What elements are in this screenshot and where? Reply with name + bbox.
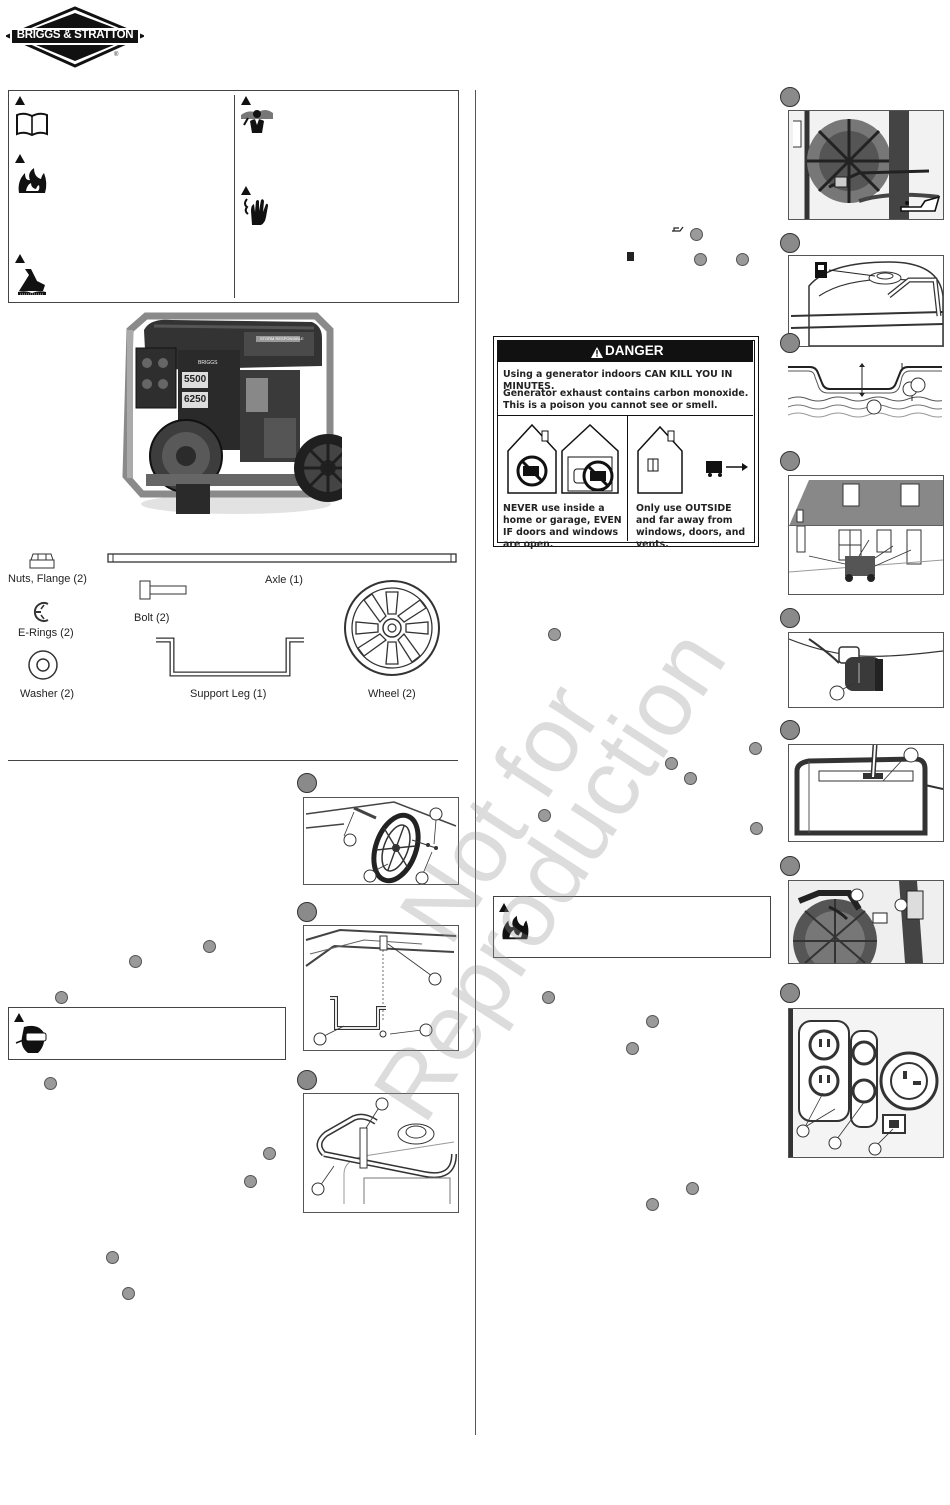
callout-dot [55, 991, 68, 1004]
burn-icon [15, 265, 49, 302]
registered-mark: ® [114, 52, 119, 58]
callout-dot [44, 1077, 57, 1090]
part-label-washer: Washer (2) [20, 688, 74, 700]
generator-starting-watts: 6250 [184, 394, 207, 405]
fuel-mini-icon [627, 252, 634, 261]
callout-dot [736, 253, 749, 266]
figure-number-badge [780, 451, 800, 471]
callout-dot [538, 809, 551, 822]
flange-nut-icon [28, 550, 56, 577]
eye-protection-warning-box [8, 1007, 286, 1060]
warning-triangle-icon [15, 154, 25, 163]
callout-dot [646, 1198, 659, 1211]
part-label-support-leg: Support Leg (1) [190, 688, 267, 700]
figure-number-badge [780, 333, 800, 353]
part-label-wheel: Wheel (2) [368, 688, 416, 700]
warning-triangle-icon [499, 903, 509, 912]
callout-dot [690, 228, 703, 241]
support-leg-figure [303, 925, 459, 1051]
bolt-icon [138, 578, 190, 607]
danger-line-1: Using a generator indoors CAN KILL YOU I… [503, 369, 733, 392]
callout-dot [750, 822, 763, 835]
callout-dot [686, 1182, 699, 1195]
callout-dot [542, 991, 555, 1004]
handle-figure [303, 1093, 459, 1213]
figure-number-badge [297, 902, 317, 922]
house-outside-icon [634, 421, 752, 506]
choke-lever-figure [788, 744, 944, 842]
warning-triangle-icon [14, 1013, 24, 1022]
outdoor-placement-figure [788, 475, 944, 595]
washer-icon [26, 648, 60, 687]
callout-dot [665, 757, 678, 770]
callout-dot [684, 772, 697, 785]
callout-dot [749, 742, 762, 755]
generator-panel-badge: BRIGGS [198, 360, 218, 366]
generator-running-watts: 5500 [184, 374, 207, 385]
callout-dot [626, 1042, 639, 1055]
fire-warning-box [493, 896, 771, 958]
oil-fill-figure [788, 110, 944, 220]
recoil-start-figure [788, 880, 944, 964]
callout-dot [106, 1251, 119, 1264]
callout-dot [646, 1015, 659, 1028]
book-icon [15, 111, 49, 142]
figure-number-badge [297, 773, 317, 793]
callout-dot [694, 253, 707, 266]
fire-icon [15, 167, 49, 200]
callout-dot [129, 955, 142, 968]
oil-can-mini-icon [671, 225, 685, 235]
generator-product-illustration: STORM RESPONSIBLE BRIGGS 5500 6250 [116, 308, 362, 518]
danger-label: DANGER Using a generator indoors CAN KIL… [493, 336, 759, 550]
figure-number-badge [780, 720, 800, 740]
callout-dot [263, 1147, 276, 1160]
danger-header: DANGER [497, 340, 753, 362]
danger-line-2: Generator exhaust contains carbon monoxi… [503, 388, 749, 411]
fuel-valve-figure [788, 632, 944, 708]
kickback-icon [241, 195, 273, 232]
part-label-bolt: Bolt (2) [134, 612, 170, 624]
brand-logo: BRIGGS & STRATTON ® [4, 6, 146, 70]
fuel-fill-figure [788, 255, 944, 347]
wheel-icon [342, 578, 442, 683]
wheel-assembly-figure [303, 797, 459, 885]
fire-icon [499, 914, 531, 947]
safety-symbols-box [8, 90, 459, 303]
figure-number-badge [780, 856, 800, 876]
garage-prohibited-icon [560, 421, 622, 506]
warning-triangle-icon [241, 96, 251, 105]
part-label-axle: Axle (1) [265, 574, 303, 586]
danger-only-text: Only use OUTSIDE and far away from windo… [636, 503, 746, 550]
house-prohibited-icon [504, 421, 560, 506]
column-divider [475, 90, 476, 1435]
outlets-figure [788, 1008, 944, 1158]
support-leg-icon [154, 636, 306, 687]
warning-triangle-icon [15, 96, 25, 105]
generator-panel-model: STORM RESPONSIBLE [260, 336, 304, 341]
callout-dot [548, 628, 561, 641]
danger-header-text: DANGER [605, 343, 664, 358]
callout-dot [122, 1287, 135, 1300]
oil-level-figure [787, 355, 949, 435]
axle-icon [106, 551, 458, 570]
danger-triangle-icon [591, 345, 603, 363]
figure-number-badge [780, 983, 800, 1003]
brand-name: BRIGGS & STRATTON [16, 29, 134, 41]
part-label-nuts: Nuts, Flange (2) [8, 573, 87, 585]
callout-dot [203, 940, 216, 953]
part-label-erings: E-Rings (2) [18, 627, 74, 639]
figure-number-badge [297, 1070, 317, 1090]
warning-triangle-icon [241, 186, 251, 195]
parts-list: Nuts, Flange (2) Axle (1) Bolt (2) E-Rin… [8, 544, 458, 714]
figure-number-badge [780, 608, 800, 628]
shock-icon [239, 105, 275, 140]
figure-number-badge [780, 87, 800, 107]
figure-number-badge [780, 233, 800, 253]
goggles-icon [14, 1023, 48, 1060]
callout-dot [244, 1175, 257, 1188]
e-ring-icon [32, 600, 56, 629]
danger-never-text: NEVER use inside a home or garage, EVEN … [503, 503, 622, 550]
warning-triangle-icon [15, 254, 25, 263]
section-divider [8, 760, 458, 761]
